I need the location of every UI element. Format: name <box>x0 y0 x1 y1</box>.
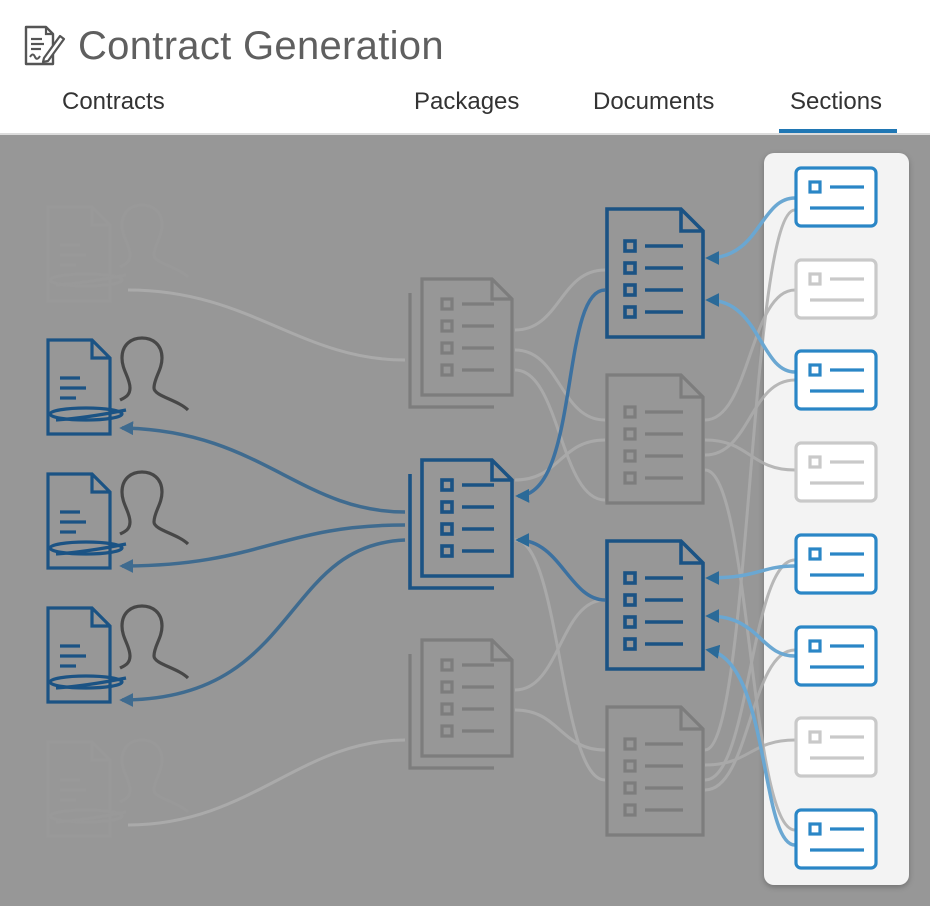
contract-signer-icon[interactable] <box>46 470 190 570</box>
active-connectors-documents <box>705 196 796 847</box>
contract-signer-icon[interactable] <box>46 604 190 704</box>
app-header: Contract Generation Contracts Packages D… <box>0 0 930 135</box>
contract-signature-icon <box>24 25 66 66</box>
section-card-icon[interactable] <box>794 441 878 503</box>
tab-sections[interactable]: Sections <box>790 88 883 115</box>
document-icon[interactable] <box>605 705 705 837</box>
documents-column <box>605 207 705 837</box>
active-connectors-contracts <box>119 421 406 707</box>
document-icon[interactable] <box>605 539 705 671</box>
contract-signer-icon[interactable] <box>46 203 190 303</box>
section-card-icon[interactable] <box>794 808 878 870</box>
contract-signer-icon[interactable] <box>46 336 190 436</box>
section-card-icon[interactable] <box>794 166 878 228</box>
tab-packages[interactable]: Packages <box>414 88 520 115</box>
section-card-icon[interactable] <box>794 258 878 320</box>
title-row: Contract Generation <box>22 22 444 70</box>
section-card-icon[interactable] <box>794 716 878 778</box>
section-card-icon[interactable] <box>794 533 878 595</box>
package-icon[interactable] <box>408 277 514 409</box>
page-title: Contract Generation <box>78 23 444 68</box>
section-card-icon[interactable] <box>794 625 878 687</box>
package-icon[interactable] <box>408 458 514 590</box>
tab-documents[interactable]: Documents <box>593 88 715 115</box>
document-icon[interactable] <box>605 373 705 505</box>
contracts-column <box>46 203 190 838</box>
document-icon[interactable] <box>605 207 705 339</box>
sections-column <box>794 166 878 870</box>
active-tab-indicator <box>779 129 897 133</box>
header-divider <box>0 133 930 135</box>
section-card-icon[interactable] <box>794 349 878 411</box>
tab-contracts[interactable]: Contracts <box>62 88 165 115</box>
active-connectors-packages <box>515 288 606 602</box>
contract-signer-icon[interactable] <box>46 738 190 838</box>
package-icon[interactable] <box>408 638 514 770</box>
packages-column <box>408 277 514 770</box>
inactive-connectors <box>127 208 796 832</box>
